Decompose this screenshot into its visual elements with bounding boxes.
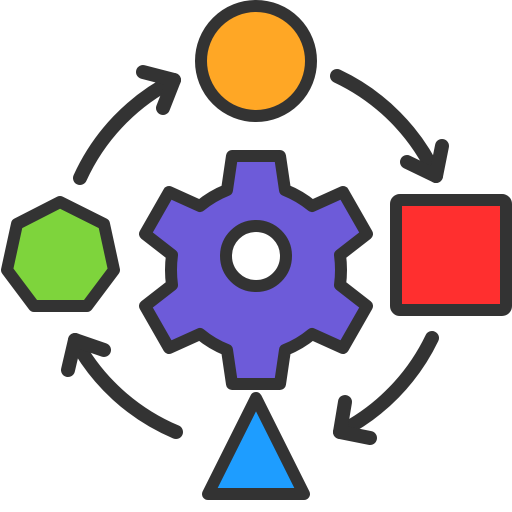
- arrow-bottom-left-head: [61, 333, 111, 377]
- heptagon-icon: [1, 196, 120, 312]
- arrow-top-left: [73, 73, 181, 185]
- circle-icon: [195, 0, 317, 122]
- arrow-top-right: [330, 69, 443, 183]
- square-icon: [390, 194, 512, 316]
- arrow-bottom-right-head: [333, 395, 377, 445]
- triangle-icon: [202, 392, 310, 500]
- gear-hole: [220, 220, 292, 292]
- arrow-top-left-head: [136, 65, 181, 115]
- gear-icon: [139, 150, 373, 390]
- arrow-bottom-right: [333, 331, 439, 439]
- arrow-top-right-head: [400, 139, 449, 183]
- arrow-bottom-left: [68, 333, 183, 439]
